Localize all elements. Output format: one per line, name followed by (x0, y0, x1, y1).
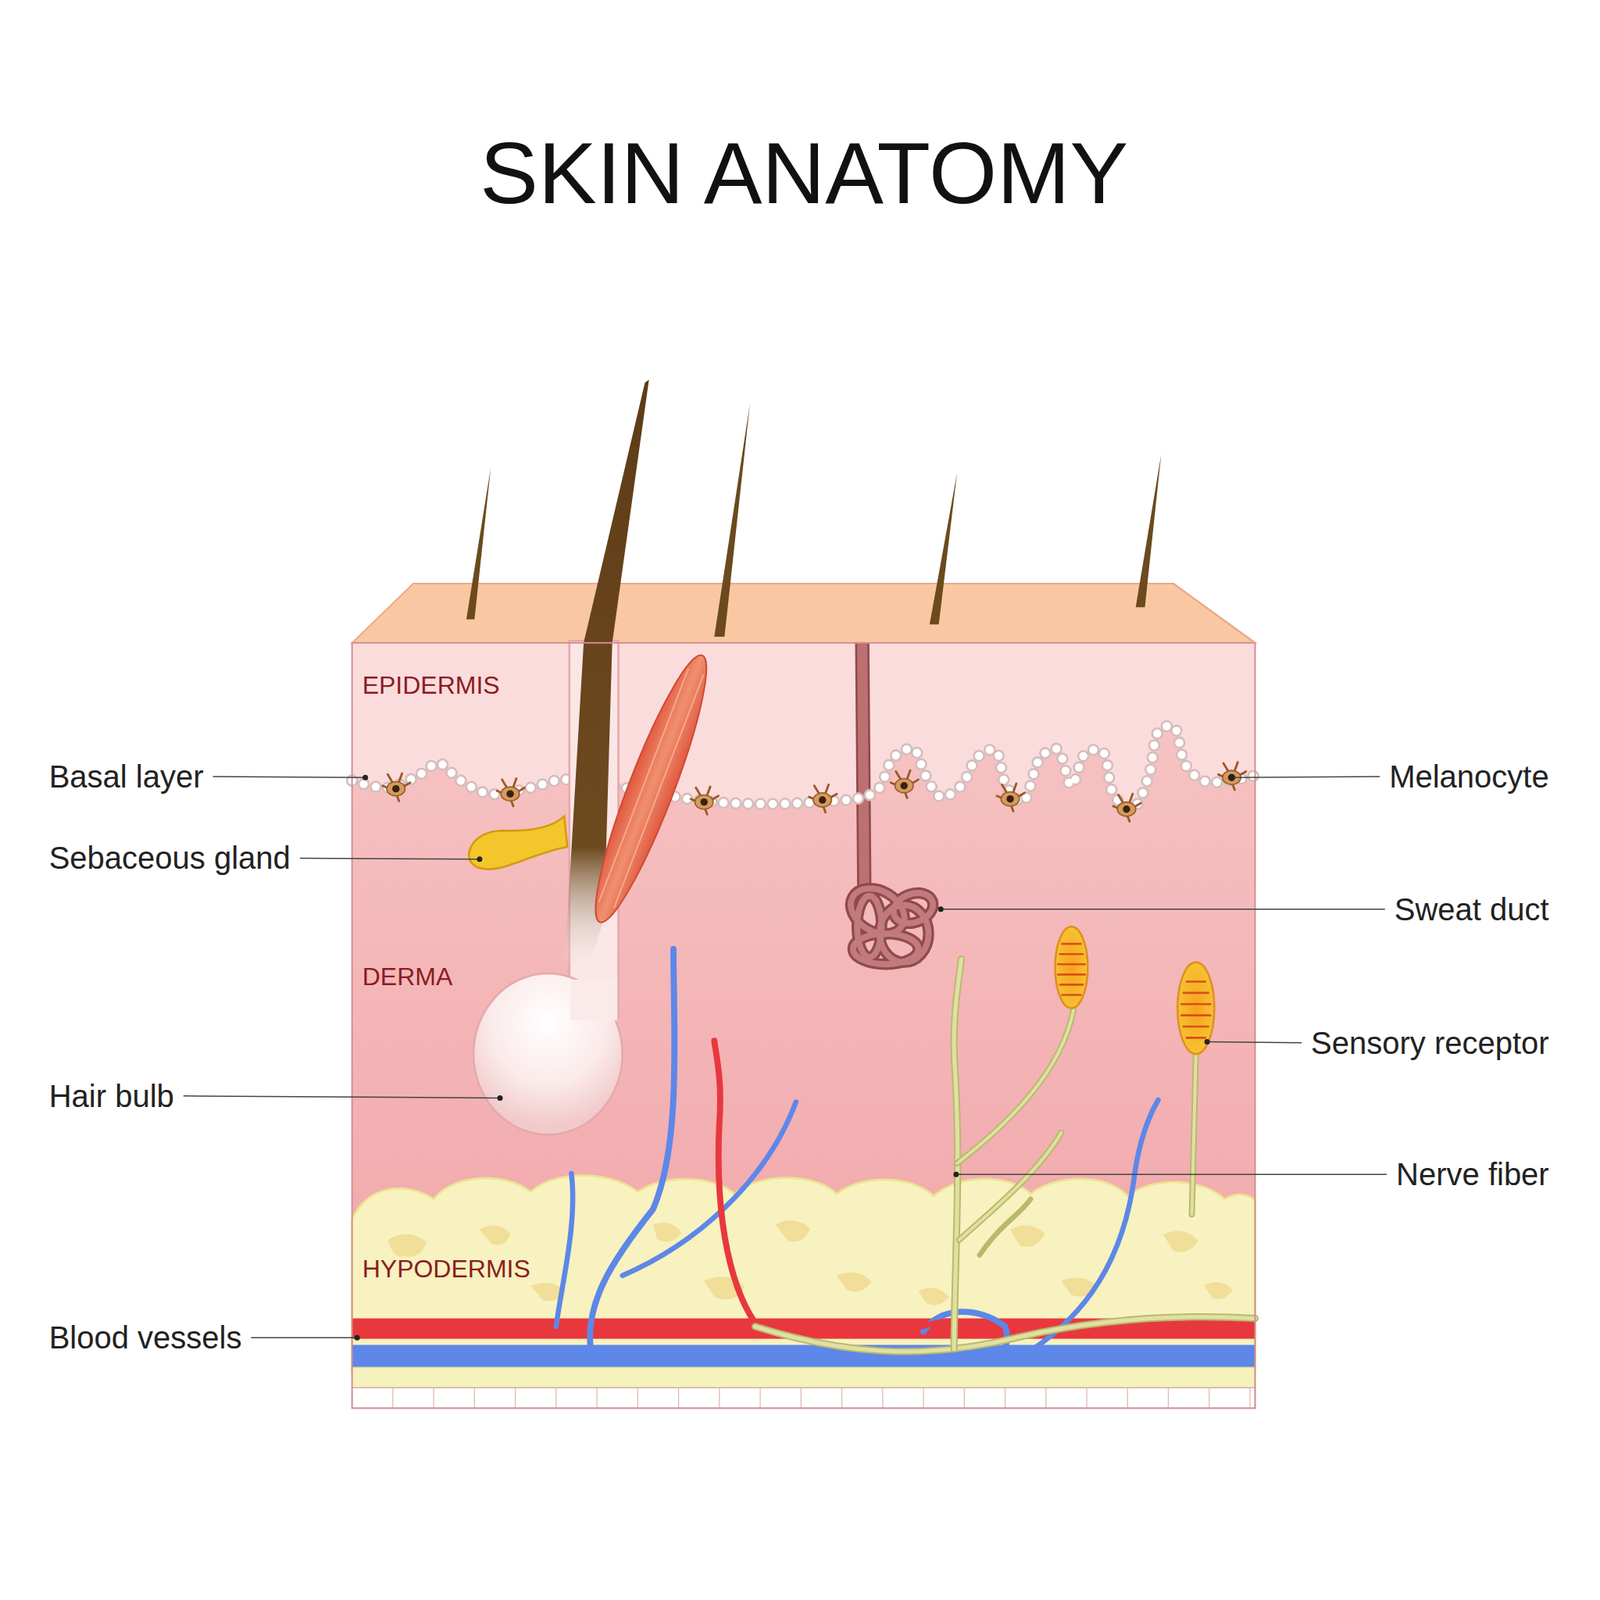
melanocytes (382, 762, 1247, 822)
part-label: Nerve fiber (1396, 1156, 1550, 1193)
strip-grid (392, 1387, 1250, 1408)
nerve-fibers (755, 959, 1256, 1352)
arrector-muscle (578, 647, 724, 931)
leader-dot (476, 856, 483, 862)
leader-line (940, 908, 1386, 911)
block-outline (352, 642, 1256, 1409)
layer-label: HYPODERMIS (362, 1254, 531, 1284)
sebaceous-gland (468, 816, 568, 870)
leader-dot (1228, 775, 1235, 781)
leader-dot (362, 775, 368, 781)
leader-line (1207, 1042, 1302, 1043)
leader-line (250, 1337, 358, 1340)
part-label: Melanocyte (1389, 758, 1550, 795)
leader-line (300, 857, 480, 859)
bottom-strip (352, 1387, 1256, 1408)
epidermis (352, 642, 1256, 809)
leader-dot (953, 1171, 959, 1178)
part-label: Sweat duct (1394, 891, 1550, 928)
block-edge (1173, 583, 1255, 643)
title: SKIN ANATOMY (479, 123, 1129, 225)
skin-surface (352, 583, 1256, 643)
surface-hairs (466, 403, 1161, 637)
vessel-branches (556, 949, 1159, 1358)
leader-line (1231, 776, 1380, 778)
leader-line (213, 776, 366, 778)
leader-dot (1204, 1039, 1211, 1045)
dermis (352, 642, 1256, 1409)
leader-dot (354, 1335, 361, 1341)
part-label: Hair bulb (49, 1078, 175, 1115)
fascia (352, 1367, 1256, 1388)
part-label: Basal layer (49, 758, 204, 795)
part-label: Sensory receptor (1310, 1025, 1550, 1061)
hair-follicle (468, 379, 649, 1136)
leader-line (183, 1096, 500, 1099)
part-label: Blood vessels (49, 1319, 243, 1356)
sensory-receptors (1055, 926, 1215, 1054)
layer-label: EPIDERMIS (362, 671, 500, 700)
leader-line (956, 1174, 1387, 1176)
leader-dot (938, 906, 944, 912)
fat-layer (352, 1175, 1256, 1372)
part-label: Sebaceous gland (49, 839, 291, 876)
vein (352, 1344, 1256, 1368)
leader-dot (497, 1095, 504, 1101)
layer-label: DERMA (362, 962, 454, 992)
